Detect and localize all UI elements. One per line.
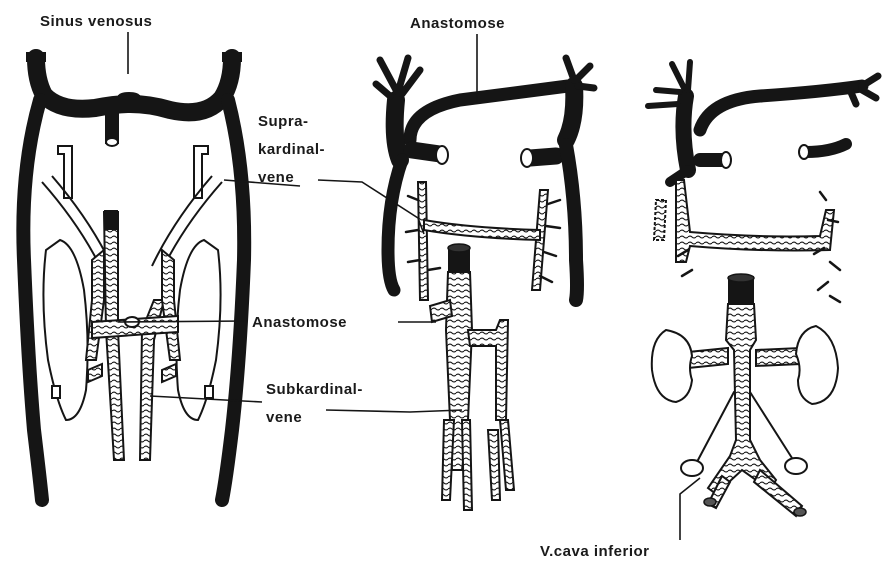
label-subk-line2: vene (266, 409, 302, 426)
left-mesonephros-outline (43, 240, 87, 420)
brachiocephalic-anastomose (410, 86, 568, 140)
label-supra-line2: kardinal- (258, 141, 325, 158)
label-sinus-venosus: Sinus venosus (40, 13, 152, 30)
left-supracardinal-stage2 (418, 182, 428, 300)
right-kidney (796, 326, 838, 404)
left-kidney (652, 330, 692, 402)
right-posterior-cardinal-vein (222, 100, 244, 500)
vena-cava-inferior-definitive (708, 304, 776, 494)
stage-2-intermediate-venous-system (376, 58, 594, 510)
label-vcava-inferior: V.cava inferior (540, 543, 650, 560)
label-supra-line3: vene (258, 169, 294, 186)
right-posterior-cardinal-stage2 (566, 145, 577, 300)
label-anastomose-mid: Anastomose (252, 314, 347, 331)
left-gonad (681, 460, 703, 476)
stage-1-early-venous-system (23, 52, 244, 500)
label-anastomose-top: Anastomose (410, 15, 505, 32)
label-supra-line1: Supra- (258, 113, 309, 130)
left-posterior-cardinal-vein (23, 100, 42, 500)
stage3-hatched-anastomose (676, 180, 834, 262)
label-subk-line1: Subkardinal- (266, 381, 363, 398)
right-gonad (785, 458, 807, 474)
left-posterior-cardinal-stage2 (388, 160, 402, 290)
stage-3-definitive-venous-system (648, 62, 878, 516)
